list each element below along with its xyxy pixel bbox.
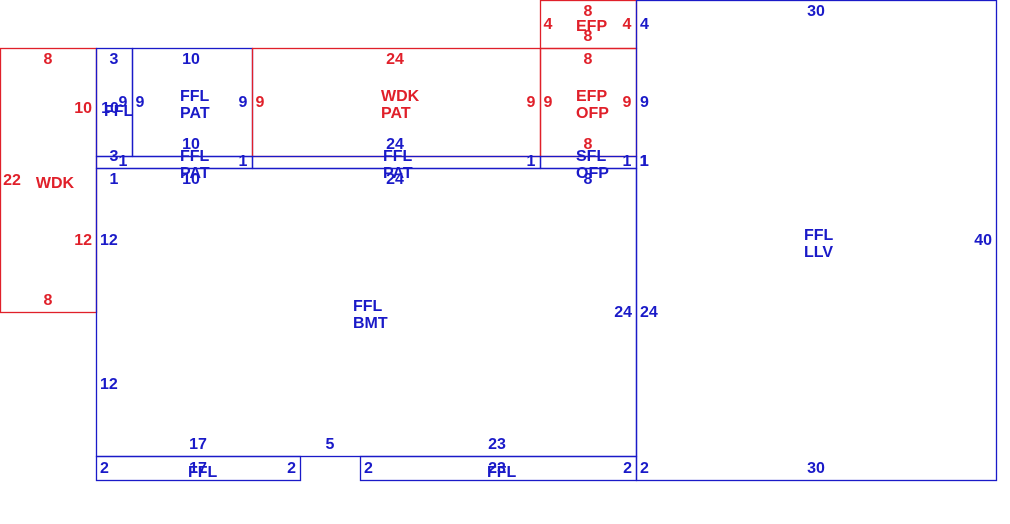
ffl-llv-dims-1-label: 40 bbox=[974, 232, 992, 249]
efp-ofp-code-label: EFP bbox=[576, 88, 607, 105]
ffl-pat-use-label: PAT bbox=[180, 105, 210, 122]
ffl-llv-dims-2-label: 4 bbox=[640, 16, 649, 33]
wdk-left-dims-3-label: 10 bbox=[74, 100, 92, 117]
ffl-pat-strip-dims-2-label: 1 bbox=[110, 171, 119, 188]
wdk-left-dims-4-label: 12 bbox=[74, 232, 92, 249]
ffl-pat-dims-0-label: 10 bbox=[182, 51, 200, 68]
ffl-pat-code-label: FFL bbox=[180, 88, 210, 105]
ffl-bmt-use-label: BMT bbox=[353, 315, 388, 332]
efp-top-dims-0-label: 8 bbox=[584, 3, 593, 20]
ffl-bottom-left-code-label: FFL bbox=[188, 464, 218, 481]
ffl-pat-strip-dims-1-label: 10 bbox=[182, 171, 200, 188]
efp-top-code-label: EFP bbox=[576, 18, 607, 35]
ffl-small-dims-4-label: 1 bbox=[119, 153, 128, 170]
efp-ofp-dims-3-label: 8 bbox=[584, 136, 593, 153]
ffl-small-dims-3-label: 3 bbox=[110, 148, 119, 165]
ffl-pat-strip-dims-3-label: 1 bbox=[239, 153, 248, 170]
efp-top-dims-3-label: 4 bbox=[623, 16, 632, 33]
efp-top-dims-1-label: 8 bbox=[584, 28, 593, 45]
sfl-ofp-code-label: SFL bbox=[576, 148, 606, 165]
efp-ofp-dims-1-label: 9 bbox=[544, 94, 553, 111]
ffl-pat-strip-code-label: FFL bbox=[180, 148, 210, 165]
wdk-pat-dims-1-label: 9 bbox=[256, 94, 265, 111]
area-outline-ffl-llv bbox=[635, 0, 998, 482]
ffl-pat-strip-use-label: PAT bbox=[180, 165, 210, 182]
ffl-pat-dims-1-label: 9 bbox=[136, 94, 145, 111]
ffl-bottom-right-dims-0-label: 23 bbox=[488, 460, 506, 477]
ffl-bmt-code-label: FFL bbox=[353, 298, 383, 315]
sfl-ofp-dims-2-label: 1 bbox=[640, 153, 649, 170]
ffl-pat-strip-2-dims-0-label: 24 bbox=[386, 136, 404, 153]
ffl-bottom-left-dims-0-label: 17 bbox=[189, 460, 207, 477]
ffl-bottom-left-dims-2-label: 2 bbox=[287, 460, 296, 477]
sfl-ofp-use-label: OFP bbox=[576, 165, 609, 182]
ffl-pat-strip-2-dims-2-label: 1 bbox=[527, 153, 536, 170]
ffl-llv-dims-4-label: 1 bbox=[640, 153, 649, 170]
ffl-small-code-label: FFL bbox=[104, 103, 134, 120]
ffl-llv-dims-0-label: 30 bbox=[807, 3, 825, 20]
efp-ofp-dims-0-label: 8 bbox=[584, 51, 593, 68]
ffl-llv-dims-6-label: 2 bbox=[640, 460, 649, 477]
wdk-left-dims-0-label: 8 bbox=[44, 51, 53, 68]
ffl-bmt-dims-2-label: 24 bbox=[614, 304, 632, 321]
wdk-pat-dims-2-label: 9 bbox=[527, 94, 536, 111]
area-outlines bbox=[0, 0, 998, 482]
ffl-small-dims-2-label: 9 bbox=[119, 94, 128, 111]
sfl-ofp-dims-1-label: 1 bbox=[623, 153, 632, 170]
ffl-llv-dims-5-label: 24 bbox=[640, 304, 658, 321]
ffl-pat-strip-dims-0-label: 10 bbox=[182, 136, 200, 153]
efp-ofp-dims-2-label: 9 bbox=[623, 94, 632, 111]
wdk-left-dims-2-label: 8 bbox=[44, 292, 53, 309]
ffl-pat-strip-2-use-label: PAT bbox=[383, 165, 413, 182]
ffl-bmt-dims-0-label: 12 bbox=[100, 232, 118, 249]
ffl-small-dims-0-label: 3 bbox=[110, 51, 119, 68]
wdk-pat-use-label: PAT bbox=[381, 105, 411, 122]
ffl-bottom-right-dims-2-label: 2 bbox=[623, 460, 632, 477]
ffl-llv-dims-3-label: 9 bbox=[640, 94, 649, 111]
ffl-small-dims-1-label: 10 bbox=[101, 100, 119, 117]
ffl-bmt-dims-1-label: 12 bbox=[100, 376, 118, 393]
ffl-llv-code-label: FFL bbox=[804, 227, 834, 244]
wdk-left-dims-1-label: 22 bbox=[3, 172, 21, 189]
ffl-bmt-dims-5-label: 23 bbox=[488, 436, 506, 453]
wdk-pat-dims-0-label: 24 bbox=[386, 51, 404, 68]
ffl-llv-dims-7-label: 30 bbox=[807, 460, 825, 477]
ffl-llv-use-label: LLV bbox=[804, 244, 833, 261]
ffl-pat-strip-2-dims-1-label: 24 bbox=[386, 171, 404, 188]
wdk-left-code-label: WDK bbox=[36, 175, 75, 192]
ffl-pat-dims-2-label: 9 bbox=[239, 94, 248, 111]
ffl-bmt-dims-4-label: 5 bbox=[326, 436, 335, 453]
ffl-bottom-left-dims-1-label: 2 bbox=[100, 460, 109, 477]
sfl-ofp-dims-0-label: 8 bbox=[584, 171, 593, 188]
efp-ofp-use-label: OFP bbox=[576, 105, 609, 122]
area-outline-ffl-bottom-right bbox=[359, 455, 638, 482]
ffl-bmt-dims-3-label: 17 bbox=[189, 436, 207, 453]
wdk-pat-code-label: WDK bbox=[381, 88, 420, 105]
efp-top-dims-2-label: 4 bbox=[544, 16, 553, 33]
ffl-bottom-right-dims-1-label: 2 bbox=[364, 460, 373, 477]
ffl-bottom-right-code-label: FFL bbox=[487, 464, 517, 481]
ffl-pat-strip-2-code-label: FFL bbox=[383, 148, 413, 165]
area-outline-ffl-bottom-left bbox=[95, 455, 302, 482]
